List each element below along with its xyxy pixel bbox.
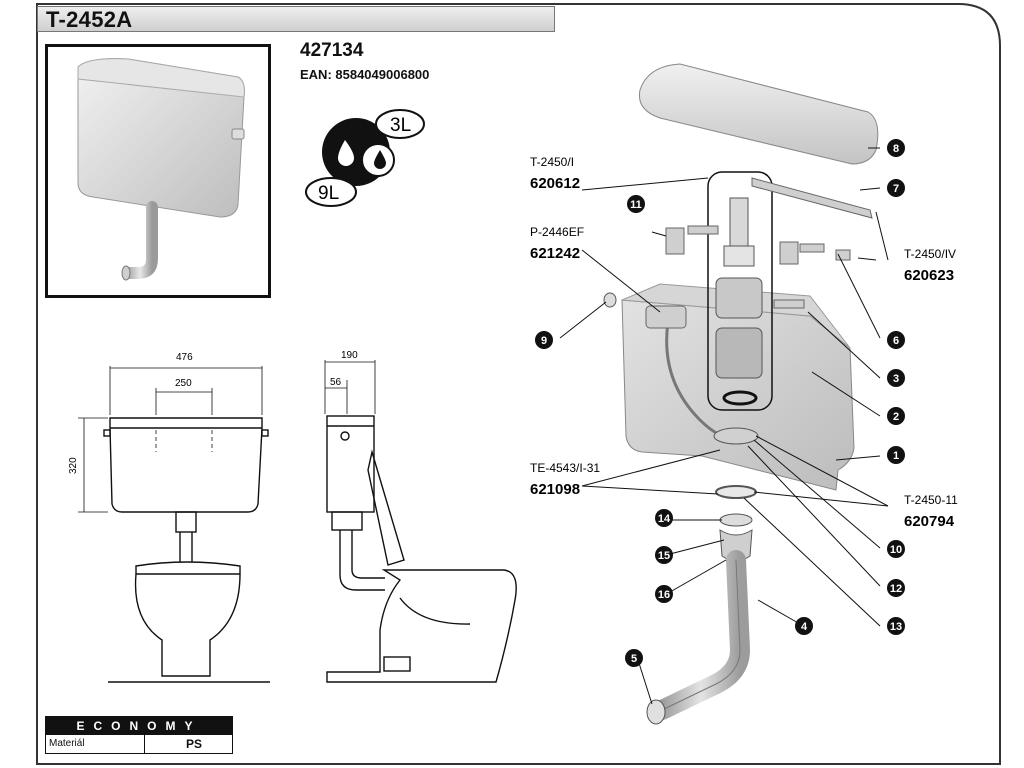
material-row: Materiál PS [46, 735, 232, 753]
series-label: ECONOMY [46, 717, 232, 735]
callout-11-marker [627, 195, 645, 213]
callout-8-label: 8 [893, 143, 899, 155]
label-t2450iv-code: 620623 [904, 267, 954, 284]
material-label: Materiál [49, 738, 85, 749]
page-title: T-2452A [46, 7, 133, 32]
label-p2446ef-name: P-2446EF [530, 225, 584, 239]
callout-11-label: 11 [630, 199, 642, 211]
callout-6-marker [887, 331, 905, 349]
callout-4-label: 4 [801, 621, 808, 633]
label-t245011-code: 620794 [904, 513, 955, 530]
callout-9-marker [535, 331, 553, 349]
callout-7-label: 7 [893, 183, 899, 195]
callout-13-marker [887, 617, 905, 635]
material-value: PS [186, 737, 203, 751]
callout-5-label: 5 [631, 653, 637, 665]
label-t2450i-name: T-2450/I [530, 155, 574, 169]
callout-4-marker [795, 617, 813, 635]
material-table: ECONOMY Materiál PS [45, 716, 233, 754]
product-code: 427134 [300, 40, 364, 61]
callout-5-marker [625, 649, 643, 667]
label-p2446ef-code: 621242 [530, 245, 580, 262]
callout-1-marker [887, 446, 905, 464]
callout-3-label: 3 [893, 373, 899, 385]
callout-16-label: 16 [658, 589, 670, 601]
dim-width-inner: 250 [175, 378, 192, 389]
callout-2-marker [887, 407, 905, 425]
callout-16-marker [655, 585, 673, 603]
title-bar [37, 6, 555, 32]
callout-6-label: 6 [893, 335, 899, 347]
callout-10-label: 10 [890, 544, 902, 556]
ean-code: EAN: 8584049006800 [300, 67, 430, 82]
callout-15-marker [655, 546, 673, 564]
label-t2450iv-name: T-2450/IV [904, 247, 956, 261]
table-divider [144, 735, 145, 753]
callout-2-label: 2 [893, 411, 899, 423]
callout-14-label: 14 [658, 513, 671, 525]
callout-10-marker [887, 540, 905, 558]
tank-part [621, 299, 855, 491]
label-te4543-code: 621098 [530, 481, 580, 498]
callout-8-marker [887, 139, 905, 157]
callout-7-marker [887, 179, 905, 197]
callout-14-marker [655, 509, 673, 527]
callout-3-marker [887, 369, 905, 387]
callout-1-label: 1 [893, 450, 899, 462]
dim-depth: 190 [341, 350, 358, 361]
flush-valve-highlight [707, 171, 773, 411]
dim-depth-small: 56 [330, 377, 342, 388]
callout-13-label: 13 [890, 621, 902, 633]
cistern-photo-image [77, 58, 245, 281]
callout-9-label: 9 [541, 335, 547, 347]
label-t2450i-code: 620612 [530, 175, 580, 192]
label-te4543-name: TE-4543/I-31 [530, 461, 600, 475]
label-t245011-name: T-2450-11 [904, 493, 958, 507]
lid-part [638, 63, 879, 165]
dim-width-total: 476 [176, 352, 193, 363]
dim-height: 320 [68, 457, 79, 474]
callout-15-label: 15 [658, 550, 670, 562]
callout-12-label: 12 [890, 583, 902, 595]
callout-12-marker [887, 579, 905, 597]
product-photo [45, 44, 271, 298]
